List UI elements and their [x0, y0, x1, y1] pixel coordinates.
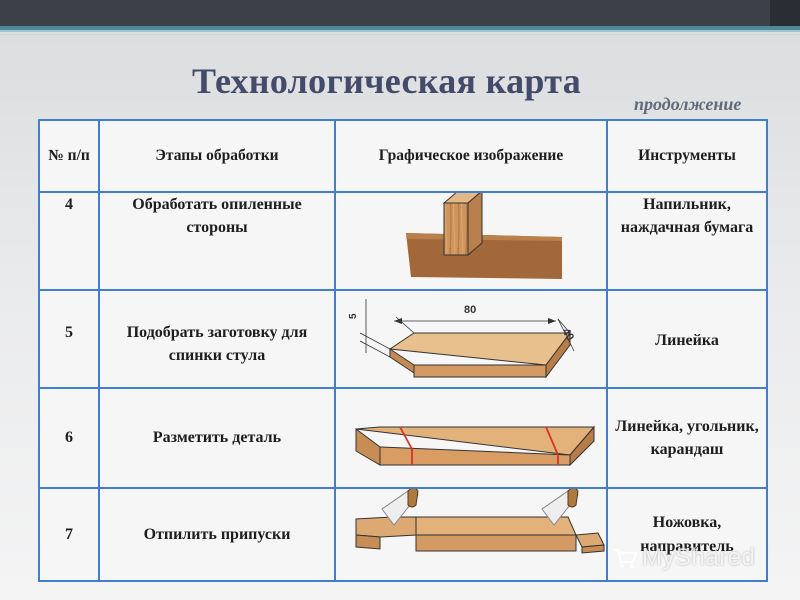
saw-handle-left [407, 489, 419, 508]
table-row: 5 Подобрать заготовку для спинки стула 8… [38, 289, 768, 389]
row-stage: Обработать опиленные стороны [98, 191, 336, 291]
header-stripe-thin [0, 34, 800, 35]
mark-line-left [399, 426, 413, 450]
row-num: 7 [38, 487, 100, 582]
wood-cube-illustration [406, 193, 562, 279]
row-num: 5 [38, 289, 100, 389]
header-num: № п/п [38, 119, 100, 193]
tech-map-table: № п/п Этапы обработки Графическое изобра… [38, 119, 768, 582]
saw-handle-right [567, 489, 579, 508]
table-header-row: № п/п Этапы обработки Графическое изобра… [38, 119, 768, 193]
table-row: 7 Отпилить припуски Ножовка, направитель [38, 487, 768, 582]
slide-title: Технологическая карта [192, 61, 581, 101]
header-stripe-light [0, 30, 800, 32]
row-tools: Линейка [606, 289, 768, 389]
table-row: 4 Обработать опиленные стороны Напильник… [38, 191, 768, 291]
row-image-board-dims: 80 40 5 [334, 289, 608, 389]
row-stage: Отпилить припуски [98, 487, 336, 582]
row-stage: Разметить деталь [98, 387, 336, 489]
cube-front [443, 202, 469, 256]
row-image-sawing [334, 487, 608, 582]
offcut-left [355, 516, 417, 538]
table-row: 6 Разметить деталь Линейка, угольник, ка… [38, 387, 768, 489]
row-num: 6 [38, 387, 100, 489]
row-num: 4 [38, 191, 100, 291]
top-bar [0, 0, 800, 26]
row-stage: Подобрать заготовку для спинки стула [98, 289, 336, 389]
row-image-marking [334, 387, 608, 489]
main-board-front [415, 534, 577, 552]
header-image: Графическое изображение [334, 119, 608, 193]
row-image-cube [334, 191, 608, 291]
sawing-drawing [355, 489, 605, 554]
width-label: 40 [559, 326, 576, 343]
row-tools: Ножовка, направитель [606, 487, 768, 582]
header-tools: Инструменты [606, 119, 768, 193]
row-tools: Напильник, наждачная бумага [606, 191, 768, 291]
board-end [545, 331, 571, 379]
thickness-label: 5 [348, 313, 359, 319]
top-bar-accent [770, 0, 800, 26]
slide-subtitle: продолжение [634, 94, 742, 114]
board-dimension-drawing: 80 40 5 [348, 299, 576, 379]
length-label: 80 [464, 304, 476, 316]
row-tools: Линейка, угольник, карандаш [606, 387, 768, 489]
header-stages: Этапы обработки [98, 119, 336, 193]
board-front [413, 364, 547, 378]
header-stripe [0, 26, 800, 30]
board-marking-drawing [355, 425, 596, 467]
mark-line-right [545, 426, 559, 456]
board-top [388, 332, 571, 366]
width-dimension-line [557, 318, 575, 352]
cube-side [467, 193, 483, 257]
